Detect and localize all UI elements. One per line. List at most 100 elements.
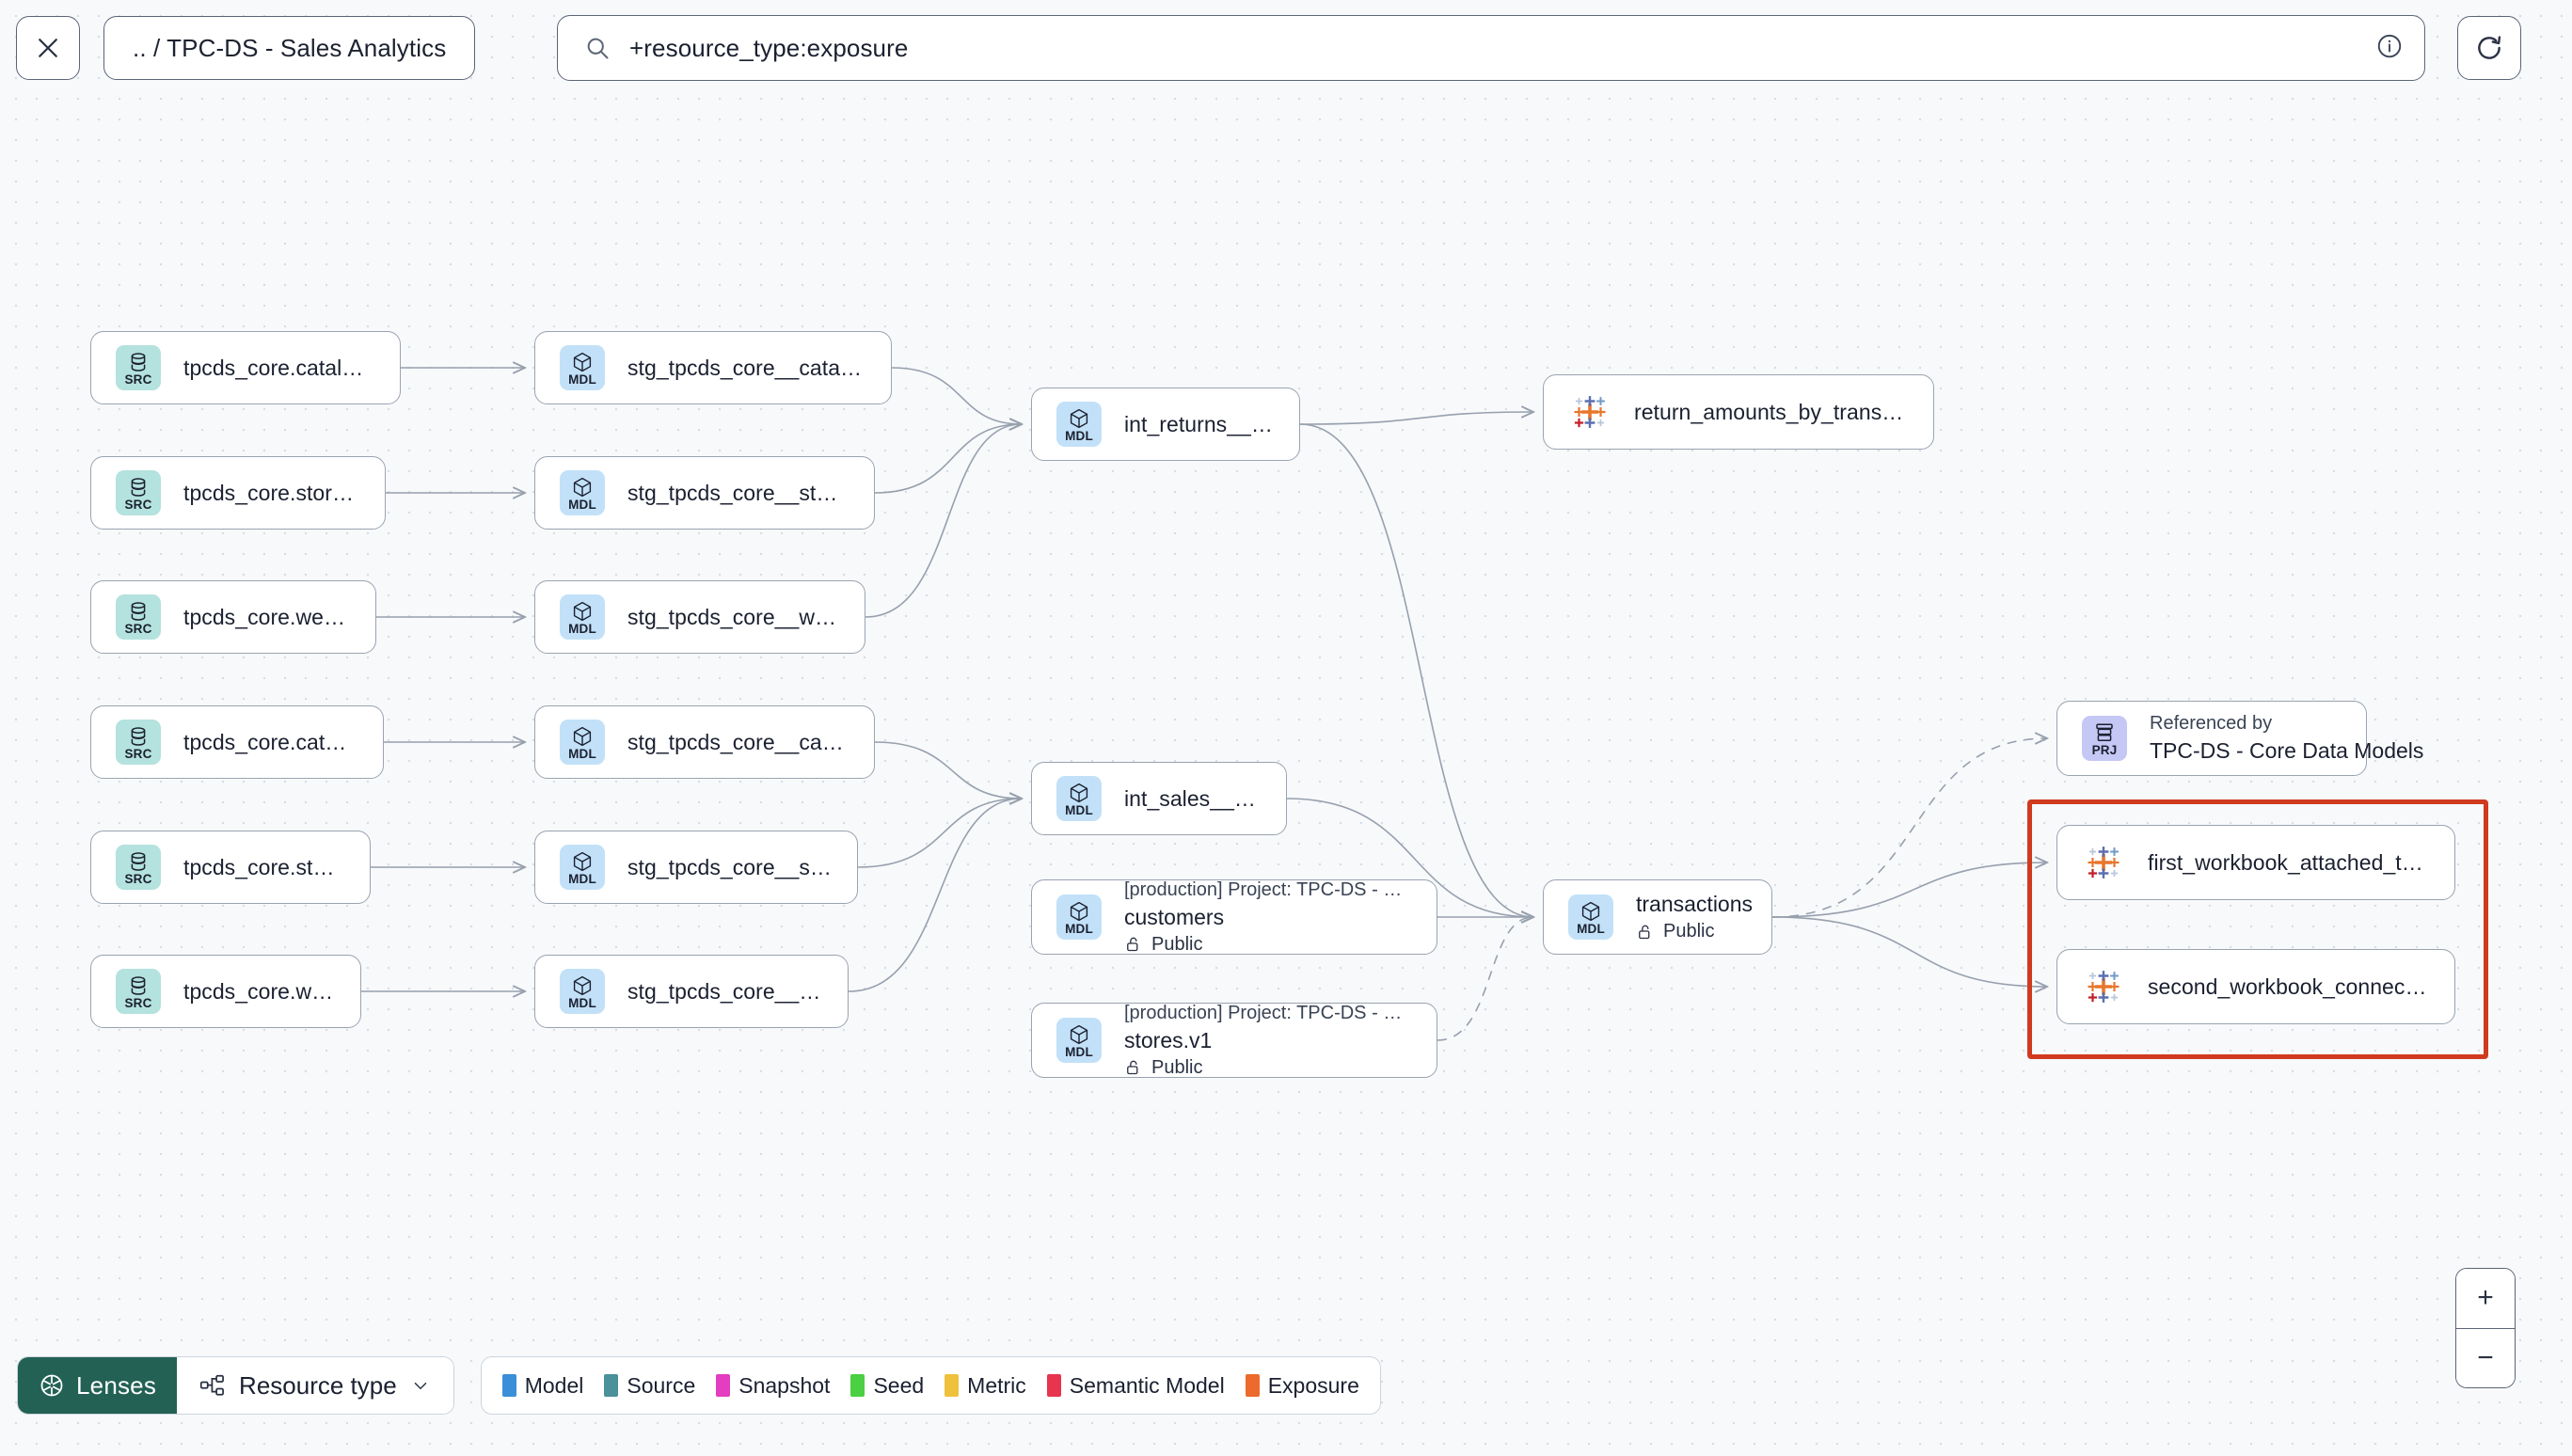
cube-icon (1070, 901, 1088, 921)
badge-label: SRC (124, 871, 152, 886)
badge-model: MDL (560, 969, 605, 1014)
refresh-icon (2478, 36, 2501, 59)
node-access-label: Public (1151, 933, 1203, 955)
edge-int_returns_unioned-to-return_amounts (1299, 412, 1533, 425)
badge-label: MDL (1577, 921, 1605, 936)
legend-swatch (850, 1374, 865, 1397)
node-title: TPC-DS - Core Data Models (2150, 738, 2424, 763)
archive-icon (2096, 722, 2113, 741)
badge-label: MDL (568, 871, 596, 886)
badge-model: MDL (560, 470, 605, 515)
bottom-bar: Lenses Resource type Model Source Snapshot… (17, 1356, 1381, 1415)
legend-label: Model (524, 1372, 584, 1398)
search-bar[interactable]: +resource_type:exposure (557, 15, 2425, 81)
badge-source: SRC (116, 845, 161, 890)
node-access: Public (1124, 934, 1412, 956)
legend-item-snapshot[interactable]: Snapshot (716, 1373, 830, 1399)
legend-item-source[interactable]: Source (604, 1373, 695, 1399)
node-title: stg_tpcds_core__store_returns (627, 480, 849, 505)
legend-swatch (604, 1374, 619, 1397)
badge-label: SRC (124, 497, 152, 512)
badge-model: MDL (1056, 1018, 1102, 1063)
resource-type-label: Resource type (239, 1370, 397, 1400)
top-bar: .. / TPC-DS - Sales Analytics +resource_… (0, 0, 2572, 111)
legend-item-semantic-model[interactable]: Semantic Model (1046, 1372, 1225, 1399)
node-title: stg_tpcds_core__web_returns (627, 604, 840, 629)
legend-item-seed[interactable]: Seed (850, 1373, 924, 1399)
search-input[interactable]: +resource_type:exposure (629, 33, 909, 62)
badge-label: MDL (568, 372, 596, 387)
node-title: transactions (1636, 892, 1754, 916)
database-icon (131, 601, 146, 621)
edge-stg_web_returns-to-int_returns_unioned (865, 424, 1022, 618)
database-icon (131, 851, 146, 871)
legend-label: Snapshot (738, 1372, 831, 1398)
refresh-button[interactable] (2457, 16, 2521, 80)
legend-swatch (501, 1374, 516, 1397)
graph-node-return_amounts[interactable]: return_amounts_by_transaction_type (1543, 374, 1934, 450)
node-title: tpcds_core.store_sales (183, 854, 345, 879)
graph-node-stg_store_returns[interactable]: MDL stg_tpcds_core__store_returns (534, 456, 875, 530)
node-title: tpcds_core.web_returns (183, 604, 351, 629)
edge-transactions-to-referenced_by_prj (1771, 738, 2047, 918)
close-button[interactable] (16, 16, 80, 80)
tableau-icon (2088, 971, 2120, 1003)
legend-item-model[interactable]: Model (501, 1372, 584, 1399)
graph-node-src_store_sales[interactable]: SRC tpcds_core.store_sales (90, 831, 371, 904)
node-title: stg_tpcds_core__catalog_returns (627, 355, 866, 380)
lenses-button[interactable]: Lenses (18, 1357, 178, 1414)
node-title: stg_tpcds_core__web_sales (627, 978, 823, 1004)
node-text-stack: [production] Project: TPC-DS - Core Data… (1124, 879, 1412, 956)
graph-node-stores_v1[interactable]: MDL[production] Project: TPC-DS - Core D… (1031, 1003, 1437, 1078)
cube-icon (573, 975, 592, 995)
legend-swatch (1245, 1374, 1260, 1397)
lock-open-icon (1127, 1060, 1138, 1075)
node-title: first_workbook_attached_to_tpc-ds_-_… (2148, 849, 2430, 875)
badge-model: MDL (1056, 776, 1102, 821)
legend: Model Source Snapshot Seed Metric Semantic Mo… (480, 1356, 1381, 1415)
badge-label: SRC (124, 372, 152, 387)
graph-node-customers[interactable]: MDL [production] Project: TPC-DS - Core D… (1031, 879, 1437, 955)
graph-node-second_workbook[interactable]: second_workbook_connected_to_live… (2056, 949, 2455, 1024)
badge-label: MDL (568, 497, 596, 512)
graph-node-stg_store_sales[interactable]: MDL stg_tpcds_core__store_sales (534, 831, 858, 904)
badge-project: PRJ (2082, 716, 2127, 761)
cube-icon (1581, 901, 1600, 921)
badge-model: MDL (1056, 894, 1102, 940)
graph-node-src_catalog_returns[interactable]: SRC tpcds_core.catalog_returns (90, 331, 401, 404)
node-access-label: Public (1151, 1056, 1203, 1078)
graph-node-stg_catalog_returns[interactable]: MDL stg_tpcds_core__catalog_returns (534, 331, 892, 404)
legend-swatch (716, 1374, 731, 1397)
node-title: int_sales__unioned (1124, 785, 1262, 811)
graph-node-stg_web_sales[interactable]: MDL stg_tpcds_core__web_sales (534, 955, 849, 1028)
graph-node-int_sales_unioned[interactable]: MDL int_sales__unioned (1031, 762, 1287, 835)
legend-swatch (945, 1374, 960, 1397)
zoom-out-button[interactable]: − (2456, 1328, 2515, 1387)
badge-label: MDL (568, 995, 596, 1010)
node-title: stg_tpcds_core__store_sales (627, 854, 833, 879)
info-icon[interactable] (2375, 32, 2404, 65)
graph-node-first_workbook[interactable]: first_workbook_attached_to_tpc-ds_-_… (2056, 825, 2455, 900)
legend-label: Semantic Model (1069, 1372, 1225, 1398)
legend-item-exposure[interactable]: Exposure (1245, 1373, 1359, 1399)
edge-stg_catalog_sales-to-int_sales_unioned (874, 741, 1022, 799)
cube-icon (573, 601, 592, 621)
resource-type-dropdown[interactable]: Resource type (177, 1357, 453, 1414)
breadcrumb-label: .. / TPC-DS - Sales Analytics (133, 33, 447, 62)
node-title: tpcds_core.catalog_returns (183, 355, 375, 380)
legend-item-metric[interactable]: Metric (945, 1373, 1026, 1399)
zoom-in-button[interactable]: + (2456, 1269, 2515, 1329)
node-title: tpcds_core.catalog_sales (183, 729, 358, 754)
breadcrumb[interactable]: .. / TPC-DS - Sales Analytics (103, 16, 476, 80)
badge-label: MDL (1065, 802, 1093, 817)
